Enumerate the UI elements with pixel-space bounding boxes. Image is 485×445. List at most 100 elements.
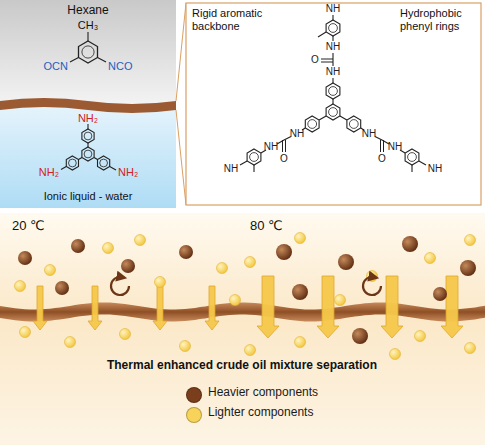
light-particle [425,253,436,264]
aromatic-circle [349,120,358,129]
light-particle [295,337,306,348]
interface-film [0,98,176,113]
bond-line [110,167,116,171]
legend-swatch [186,387,202,403]
text-label: NH₂ [39,166,59,179]
bond-line [318,32,326,37]
structure-box [186,3,481,205]
text-label: Ionic liquid - water [44,190,133,203]
circulation-arrow [111,277,129,295]
zoom-line [176,3,186,205]
benzene-ring [326,83,340,99]
aromatic-circle [408,153,417,162]
heavy-particle [55,281,69,295]
flux-arrow [441,276,463,338]
light-particle [180,341,191,352]
aqueous-phase [0,104,176,208]
text-label: Hydrophobic phenyl rings [400,7,478,32]
heavy-particle [460,260,476,276]
bond-line [87,124,88,129]
bond-line [332,36,333,41]
text-label: NH₂ [78,112,98,125]
aromatic-circle [100,159,108,167]
light-particle [45,265,56,276]
circulation-arrow [363,277,381,295]
atom-label: NH [388,141,402,153]
flux-arrow [317,276,339,338]
flux-arrow [381,276,403,338]
atom-label: NH [264,141,278,153]
text-label: 80 ℃ [250,219,283,234]
aromatic-circle [250,153,259,162]
heavy-particle [352,328,368,344]
bond-line [332,60,333,66]
text-label: Rigid aromatic backbone [192,7,287,32]
text-label: NH₂ [118,166,138,179]
bond-line [321,59,333,60]
benzene-ring [305,116,319,132]
bond-line [340,116,347,120]
bond-line [332,78,333,83]
heavy-particle [292,284,308,300]
bond-line [282,140,283,152]
flux-arrow [33,286,47,330]
aromatic-circle [82,46,94,58]
benzene-ring [405,149,419,165]
bond-line [87,143,88,147]
bond-line [419,161,426,165]
atom-label: O [280,153,288,165]
panel-caption: Thermal enhanced crude oil mixture separ… [107,359,377,373]
light-particle [135,235,146,246]
heavy-particle [179,245,193,259]
text-label: CH₃ [78,19,98,32]
benzene-ring [326,20,340,36]
hexane-phase [0,0,176,104]
atom-label: NH [326,3,340,15]
bond-line [98,58,107,63]
benzene-ring [82,129,94,143]
text-label: 20 ℃ [12,219,45,234]
heavy-particle [433,287,447,301]
heavy-particle [338,254,354,270]
bond-line [94,158,97,160]
text-label: Hexane [67,4,108,18]
molecule-strokes [61,15,426,172]
light-particle [230,295,241,306]
light-particle [65,337,76,348]
light-particle [295,233,306,244]
benzene-ring [66,156,78,170]
atom-label: NH [428,163,442,175]
atom-label: NH [326,66,340,78]
heavy-particle [402,236,418,252]
separation-panel [0,213,485,445]
flux-arrow [205,286,219,330]
bond-line [285,140,286,152]
membrane [0,303,485,322]
text-label: OCN [44,60,68,73]
bond-line [321,62,333,63]
light-particle [465,235,476,246]
aromatic-circle [69,159,77,167]
light-particle [120,329,131,340]
benzene-ring [79,41,98,63]
atom-label: O [311,54,319,66]
legend-text: Heavier components [208,386,318,400]
bond-line [332,99,333,104]
bond-line [380,140,381,152]
light-particle [155,277,166,288]
flux-arrow [88,286,102,330]
bond-line [253,165,254,172]
bond-line [383,140,384,152]
benzene-ring [98,156,110,170]
light-particle [390,349,401,360]
bond-line [411,165,412,172]
text-label: NCO [108,60,132,73]
light-particle [245,257,256,268]
flux-arrow [257,276,279,338]
benzene-ring [347,116,361,132]
bond-line [70,58,79,63]
bond-line [240,161,247,165]
aromatic-circle [308,120,317,129]
